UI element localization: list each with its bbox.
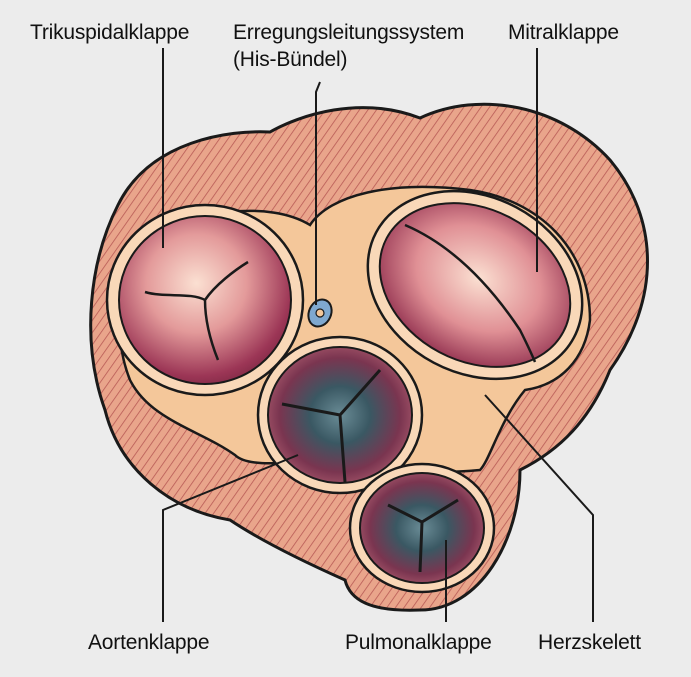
label-skeleton: Herzskelett: [538, 631, 641, 654]
aortic-valve: [256, 335, 424, 495]
label-tricuspid: Trikuspidalklappe: [30, 21, 190, 44]
label-conduction-system: Erregungsleitungssystem: [233, 21, 465, 44]
pulmonary-valve: [348, 462, 496, 594]
tricuspid-valve: [105, 203, 305, 397]
leader-conduction: [315, 81, 321, 305]
mitral-valve: [366, 189, 584, 381]
label-pulmonary: Pulmonalklappe: [345, 631, 492, 654]
his-bundle: [307, 298, 333, 328]
leader-skeleton: [484, 394, 594, 622]
label-mitral: Mitralklappe: [508, 21, 619, 44]
label-aortic: Aortenklappe: [88, 631, 210, 654]
leader-lines: [162, 48, 594, 622]
label-his-bundle: (His-Bündel): [233, 48, 348, 71]
leader-aortic: [162, 454, 299, 622]
